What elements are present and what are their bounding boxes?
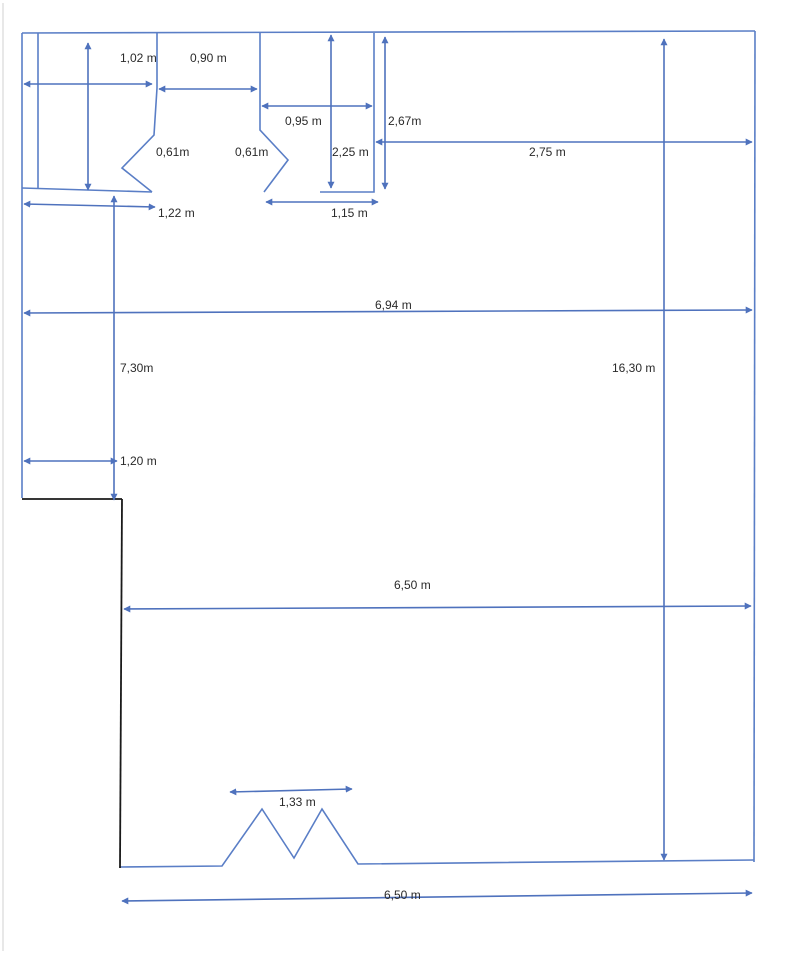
label-step-width: 1,20 m [120,454,157,468]
label-bath-bottom-width: 1,15 m [331,206,368,220]
label-window-width: 1,33 m [279,795,316,809]
label-gap-width: 0,90 m [190,51,227,65]
label-lower-left-width: 1,22 m [158,206,195,220]
dimension-lines [23,34,753,905]
dim-total-width [23,306,753,317]
dim-window-width [229,785,353,796]
label-door-right-depth: 0,61m [235,145,268,159]
label-bath-height: 2,25 m [332,145,369,159]
dim-lower-left-width [23,200,156,211]
lower-left-wall [119,498,123,869]
label-door-left-depth: 0,61m [156,145,189,159]
left-block-bottom [21,187,153,193]
dim-bottom-width [121,889,753,905]
label-total-width: 6,94 m [375,298,412,312]
label-bottom-width: 6,50 m [384,888,421,902]
top-wall [21,30,756,34]
step-outline [22,498,123,869]
label-total-height: 16,30 m [612,361,655,375]
label-bath-inner-width: 0,95 m [285,114,322,128]
bottom-wall [119,807,755,868]
dimension-labels: 1,02 m 0,90 m 0,61m 0,61m 0,95 m 2,25 m … [120,51,655,902]
label-lower-width: 6,50 m [394,578,431,592]
bath-right-wall [320,33,375,193]
right-wall [753,30,756,863]
label-top-left-width: 1,02 m [120,51,157,65]
dim-lower-width [123,602,752,613]
bath-left-door-wall [259,33,290,193]
left-door-wall [120,33,158,193]
label-right-room-width: 2,75 m [529,145,566,159]
label-right-block-height: 2,67m [388,114,421,128]
label-left-height: 7,30m [120,361,153,375]
walls [21,30,756,868]
